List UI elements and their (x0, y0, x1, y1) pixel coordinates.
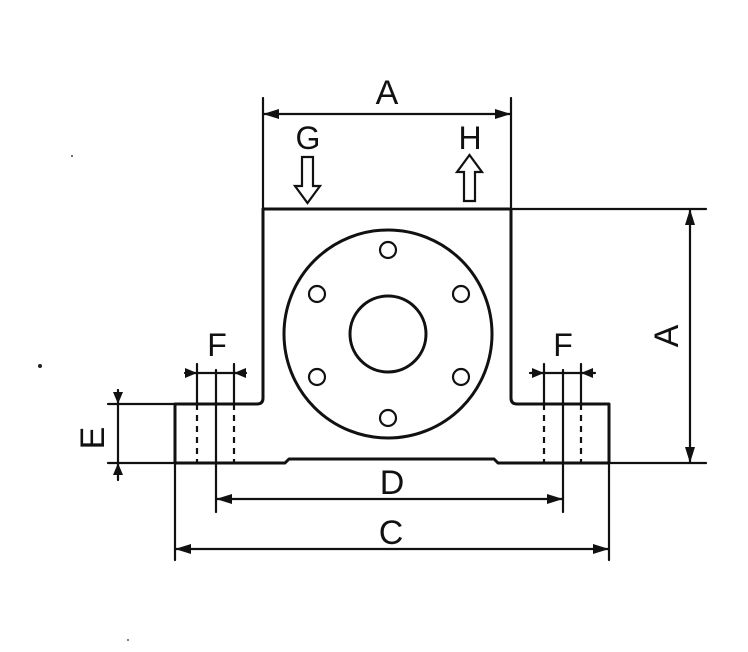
arrowhead (113, 463, 123, 475)
arrowhead (685, 447, 695, 463)
scan-speck (71, 155, 73, 157)
arrowhead (581, 368, 593, 378)
scan-speck (127, 639, 129, 641)
outlet-label: H (458, 120, 481, 156)
left-f-label: F (207, 327, 227, 363)
scan-speck (38, 364, 42, 368)
arrowhead (113, 392, 123, 404)
d-label: D (380, 464, 405, 502)
right-dim-label: A (648, 324, 686, 347)
inlet-label: G (296, 120, 321, 156)
down-arrow-icon (292, 155, 323, 205)
arrowhead (547, 494, 563, 504)
bolt-hole (378, 240, 398, 260)
bolt-hole (378, 408, 398, 428)
bolt-hole (307, 367, 327, 387)
bolt-hole (307, 284, 327, 304)
arrowhead (685, 209, 695, 225)
flange-circle (282, 228, 494, 440)
up-arrow-icon (454, 153, 485, 203)
bolt-hole (451, 284, 471, 304)
right-f-label: F (553, 327, 573, 363)
arrowhead (185, 368, 197, 378)
bolt-hole (451, 367, 471, 387)
e-label: E (74, 427, 112, 450)
arrowhead (216, 494, 232, 504)
arrowhead (593, 544, 609, 554)
center-bore (348, 294, 428, 374)
arrowhead (495, 109, 511, 119)
arrowhead (234, 368, 246, 378)
housing-outline (173, 207, 611, 465)
c-label: C (379, 514, 404, 552)
arrowhead (263, 109, 279, 119)
arrowhead (175, 544, 191, 554)
top-dim-label: A (376, 74, 399, 112)
arrowhead (532, 368, 544, 378)
